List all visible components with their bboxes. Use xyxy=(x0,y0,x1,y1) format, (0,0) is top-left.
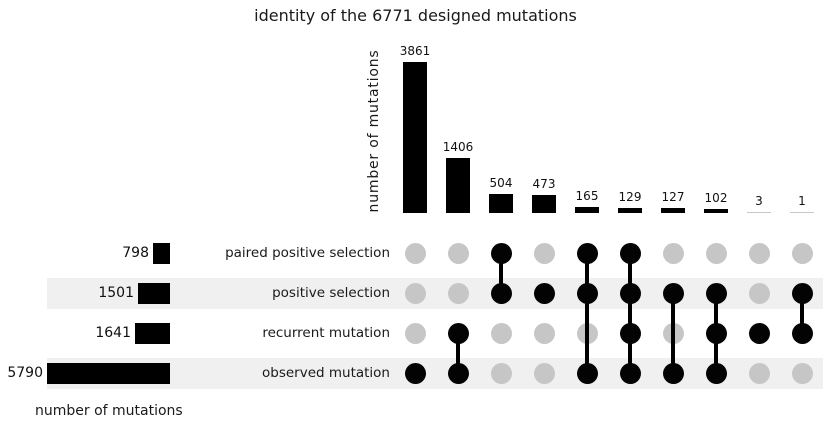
intersection-bar xyxy=(661,208,685,213)
matrix-dot xyxy=(619,242,641,264)
intersection-size-axis-label: number of mutations xyxy=(366,49,382,213)
matrix-dot xyxy=(705,362,727,384)
matrix-dot xyxy=(533,322,555,344)
matrix-dot xyxy=(705,282,727,304)
intersection-bar-label: 129 xyxy=(618,190,642,204)
intersection-bar xyxy=(704,209,728,213)
intersection-bar xyxy=(575,206,599,213)
set-size-bar xyxy=(135,322,170,344)
matrix-dot xyxy=(533,362,555,384)
matrix-dot xyxy=(490,322,512,344)
matrix-dot xyxy=(619,282,641,304)
set-size-label: 5790 xyxy=(7,364,43,381)
matrix-connector xyxy=(628,253,632,373)
matrix-dot xyxy=(791,282,813,304)
set-label: positive selection xyxy=(272,285,390,301)
matrix-dot xyxy=(748,242,770,264)
matrix-dot xyxy=(533,242,555,264)
matrix-dot xyxy=(404,282,426,304)
row-stripe xyxy=(47,277,823,309)
set-size-label: 798 xyxy=(122,244,149,261)
row-stripe xyxy=(47,357,823,389)
intersection-bar-label: 165 xyxy=(575,188,599,203)
matrix-dot xyxy=(662,362,684,384)
matrix-dot xyxy=(705,322,727,344)
matrix-dot xyxy=(619,322,641,344)
matrix-dot xyxy=(447,282,469,304)
matrix-dot xyxy=(791,242,813,264)
matrix-dot xyxy=(662,282,684,304)
matrix-dot xyxy=(490,362,512,384)
set-size-axis-label: number of mutations xyxy=(35,403,183,419)
matrix-connector xyxy=(585,253,589,373)
intersection-bar-label: 1406 xyxy=(442,140,474,154)
matrix-dot xyxy=(404,362,426,384)
chart-title: identity of the 6771 designed mutations xyxy=(254,6,577,25)
matrix-dot xyxy=(576,242,598,264)
intersection-bar xyxy=(790,212,814,213)
matrix-dot xyxy=(705,242,727,264)
matrix-dot xyxy=(490,282,512,304)
intersection-bar xyxy=(446,158,470,213)
intersection-bar xyxy=(747,212,771,213)
matrix-dot xyxy=(447,242,469,264)
matrix-dot xyxy=(619,362,641,384)
set-label: paired positive selection xyxy=(225,245,390,261)
matrix-dot xyxy=(791,362,813,384)
matrix-dot xyxy=(791,322,813,344)
intersection-bar-label: 127 xyxy=(661,190,685,204)
set-label: observed mutation xyxy=(261,365,390,381)
matrix-dot xyxy=(748,282,770,304)
set-size-label: 1501 xyxy=(98,284,134,301)
matrix-connector xyxy=(671,293,675,373)
matrix-dot xyxy=(576,362,598,384)
matrix-dot xyxy=(533,282,555,304)
matrix-connector xyxy=(456,333,460,373)
matrix-dot xyxy=(748,322,770,344)
intersection-bar-label: 473 xyxy=(532,176,556,191)
intersection-bar-label: 504 xyxy=(489,175,513,190)
intersection-bar-label: 3861 xyxy=(399,44,431,58)
matrix-dot xyxy=(404,322,426,344)
matrix-dot xyxy=(447,362,469,384)
matrix-connector xyxy=(499,253,503,293)
matrix-dot xyxy=(576,282,598,304)
set-size-bar xyxy=(47,362,170,384)
intersection-bar-label: 102 xyxy=(704,191,728,205)
matrix-connector xyxy=(800,293,804,333)
matrix-dot xyxy=(447,322,469,344)
matrix-dot xyxy=(404,242,426,264)
matrix-dot xyxy=(662,242,684,264)
intersection-bar xyxy=(618,208,642,213)
set-size-bar xyxy=(138,282,170,304)
intersection-bar-label: 1 xyxy=(798,194,806,208)
intersection-bar xyxy=(532,194,556,213)
matrix-dot xyxy=(490,242,512,264)
set-size-label: 1641 xyxy=(95,324,131,341)
intersection-bar xyxy=(489,193,513,213)
matrix-dot xyxy=(748,362,770,384)
intersection-bar-label: 3 xyxy=(755,194,763,208)
intersection-bar xyxy=(403,62,427,213)
set-label: recurrent mutation xyxy=(262,325,390,341)
set-size-bar xyxy=(153,242,170,264)
